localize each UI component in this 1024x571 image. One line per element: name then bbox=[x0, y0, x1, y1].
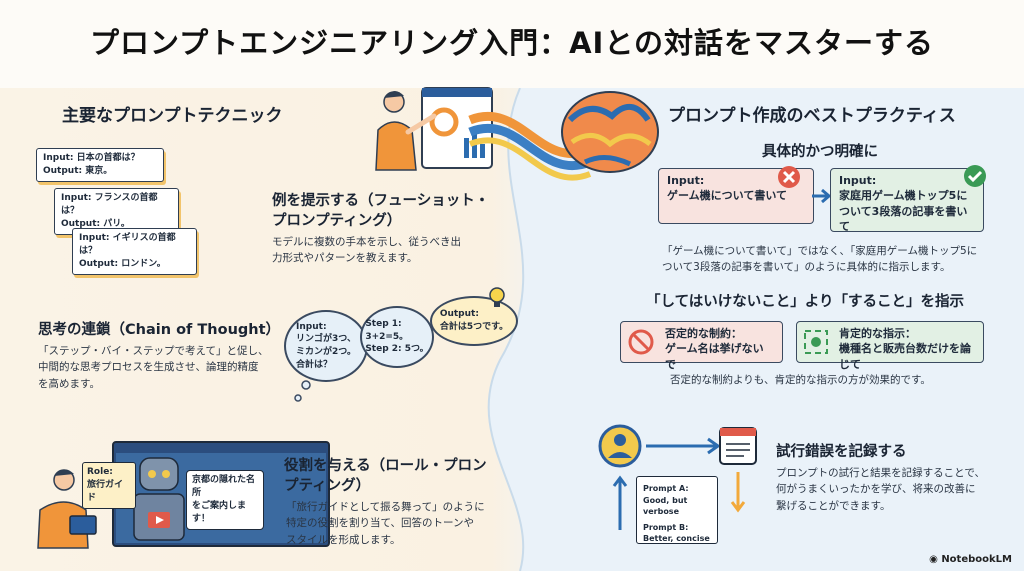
notebook-line: Prompt B: bbox=[643, 522, 689, 532]
cot-bubble-output: Output: 合計は5つです。 bbox=[430, 296, 518, 346]
desc-line: を高めます。 bbox=[38, 377, 100, 390]
user-illustration bbox=[37, 469, 97, 549]
role-label-line: 旅行ガイド bbox=[87, 480, 124, 504]
few-shot-title-line: プロンプティング） bbox=[272, 212, 402, 229]
good-prompt-box: Input: 家庭用ゲーム機トップ5に ついて3段落の記事を書いて bbox=[830, 168, 984, 234]
bubble-line: Step 2: 5つ。 bbox=[365, 344, 429, 355]
logo-text: NotebookLM bbox=[941, 554, 1012, 565]
role-label-tag: Role: 旅行ガイド bbox=[82, 462, 136, 510]
role-desc: 「旅行ガイドとして振る舞って」のように 特定の役割を割り当て、回答のトーンや ス… bbox=[286, 499, 485, 548]
desc-line: スタイルを形成します。 bbox=[286, 533, 401, 546]
left-section-heading: 主要なプロンプトテクニック bbox=[62, 106, 283, 126]
check-mark-icon bbox=[964, 165, 986, 187]
notebook: Prompt A: Good, but verbose Prompt B: Be… bbox=[636, 476, 718, 544]
card-input: Input: イギリスの首都は？ bbox=[79, 233, 176, 257]
desc-line: 中間的な思考プロセスを生成させ、論理的精度 bbox=[38, 361, 259, 374]
cot-desc: 「ステップ・バイ・ステップで考えて」と促し、 中間的な思考プロセスを生成させ、論… bbox=[38, 343, 268, 392]
bubble-line: 合計は5つです。 bbox=[439, 322, 509, 332]
card-output: Output: パリ。 bbox=[61, 219, 130, 230]
desc-line: ついて3段落の記事を書いて」のように具体的に指示します。 bbox=[662, 261, 951, 274]
negative-constraint-box: 否定的な制約： ゲーム名は挙げないで bbox=[620, 321, 783, 371]
logo-icon: ◉ bbox=[929, 554, 942, 565]
desc-line: モデルに複数の手本を示し、従うべき出 bbox=[272, 236, 461, 248]
box-line: 機種名と販売台数だけを論じて bbox=[839, 342, 971, 371]
few-shot-title: 例を提示する（フューショット・ プロンプティング） bbox=[272, 192, 489, 231]
role-title-line: プティング） bbox=[284, 477, 371, 494]
speech-line: 京都の隠れた名所 bbox=[192, 475, 256, 499]
bubble-line: Output: bbox=[439, 309, 479, 320]
page-title: プロンプトエンジニアリング入門：AIとの対話をマスターする bbox=[89, 26, 935, 60]
trial-cycle-illustration bbox=[598, 424, 757, 530]
lightbulb-icon bbox=[489, 287, 505, 307]
notebook-line: Better, concise bbox=[643, 534, 710, 544]
bubble-line: Step 1: bbox=[365, 319, 402, 330]
desc-line: 「旅行ガイドとして振る舞って」のように bbox=[286, 501, 485, 513]
arrow-right-icon bbox=[812, 188, 832, 204]
desc-line: 「ステップ・バイ・ステップで考えて」と促し、 bbox=[38, 345, 269, 357]
example-card-2: Input: フランスの首都は？ Output: パリ。 bbox=[54, 188, 179, 236]
prompt-line: Input: bbox=[839, 174, 877, 187]
speech-line: をご案内します！ bbox=[192, 501, 247, 525]
bubble-line: 合計は？ bbox=[296, 359, 333, 370]
record-title: 試行錯誤を記録する bbox=[776, 444, 907, 460]
cot-bubble-steps: Step 1: 3+2=5。 Step 2: 5つ。 bbox=[360, 306, 434, 368]
role-title-line: 役割を与える（ロール・プロン bbox=[284, 458, 487, 474]
positive-title: 「してはいけないこと」より「すること」を指示 bbox=[646, 294, 964, 310]
notebook-line: Good, but verbose bbox=[643, 495, 688, 517]
desc-line: 何がうまくいったかを学び、将来の改善に bbox=[776, 483, 976, 496]
x-mark-icon bbox=[778, 166, 800, 188]
bubble-line: Input: bbox=[296, 321, 327, 332]
guide-speech-bubble: 京都の隠れた名所 をご案内します！ bbox=[186, 470, 264, 531]
thought-trail bbox=[294, 380, 311, 402]
positive-desc: 否定的な制約よりも、肯定的な指示の方が効果的です。 bbox=[670, 374, 931, 386]
few-shot-desc: モデルに複数の手本を示し、従うべき出 力形式やパターンを教えます。 bbox=[272, 234, 461, 267]
prompt-line: ついて3段落の記事を書いて bbox=[839, 204, 968, 234]
right-section-heading: プロンプト作成のベストプラクティス bbox=[668, 106, 956, 126]
robot-icon bbox=[133, 457, 185, 541]
card-input: Input: フランスの首都は？ bbox=[61, 193, 158, 217]
positive-instruction-box: 肯定的な指示： 機種名と販売台数だけを論じて bbox=[796, 321, 984, 371]
specific-title: 具体的かつ明確に bbox=[762, 144, 878, 160]
bubble-line: ミカンが2つ。 bbox=[296, 347, 356, 357]
prohibited-icon bbox=[628, 329, 654, 355]
brain-illustration bbox=[468, 91, 659, 181]
bubble-line: 3+2=5。 bbox=[365, 331, 409, 342]
cot-bubble-input: Input: リンゴが3つ、 ミカンが2つ。 合計は？ bbox=[284, 310, 368, 382]
example-card-3: Input: イギリスの首都は？ Output: ロンドン。 bbox=[72, 228, 197, 276]
role-title: 役割を与える（ロール・プロン プティング） bbox=[284, 457, 487, 496]
notebook-line: Prompt A: bbox=[643, 484, 689, 493]
box-line: ゲーム名は挙げないで bbox=[665, 342, 764, 371]
desc-line: 特定の役割を割り当て、回答のトーンや bbox=[286, 517, 474, 530]
box-line: 否定的な制約： bbox=[665, 327, 742, 340]
record-desc: プロンプトの試行と結果を記録することで、 何がうまくいったかを学び、将来の改善に… bbox=[776, 465, 985, 514]
desc-line: 力形式やパターンを教えます。 bbox=[272, 252, 418, 265]
example-card-1: Input: 日本の首都は？ Output: 東京。 bbox=[36, 148, 164, 183]
desc-line: 「ゲーム機について書いて」ではなく、「家庭用ゲーム機トップ5に bbox=[662, 245, 978, 257]
box-line: 肯定的な指示： bbox=[839, 327, 916, 340]
card-output: Output: 東京。 bbox=[43, 166, 113, 177]
desc-line: 繋げることができます。 bbox=[776, 499, 891, 512]
cot-title: 思考の連鎖（Chain of Thought） bbox=[38, 322, 281, 338]
few-shot-title-line: 例を提示する（フューショット・ bbox=[272, 193, 490, 209]
prompt-line: ゲーム機について書いて bbox=[667, 189, 788, 203]
card-output: Output: ロンドン。 bbox=[79, 259, 166, 270]
bubble-line: リンゴが3つ、 bbox=[296, 334, 356, 345]
title-bar bbox=[0, 0, 1024, 88]
specific-desc: 「ゲーム機について書いて」ではなく、「家庭用ゲーム機トップ5に ついて3段落の記… bbox=[662, 243, 977, 276]
desc-line: プロンプトの試行と結果を記録することで、 bbox=[776, 467, 985, 479]
target-icon bbox=[804, 330, 828, 354]
card-input: Input: 日本の首都は？ bbox=[43, 153, 140, 163]
role-label-line: Role: bbox=[87, 467, 113, 477]
bad-prompt-box: Input: ゲーム機について書いて bbox=[658, 168, 814, 224]
prompt-line: 家庭用ゲーム機トップ5に bbox=[839, 189, 968, 203]
notebooklm-logo: ◉ NotebookLM bbox=[929, 554, 1012, 565]
prompt-line: Input: bbox=[667, 174, 705, 187]
presenter-illustration bbox=[375, 87, 493, 171]
